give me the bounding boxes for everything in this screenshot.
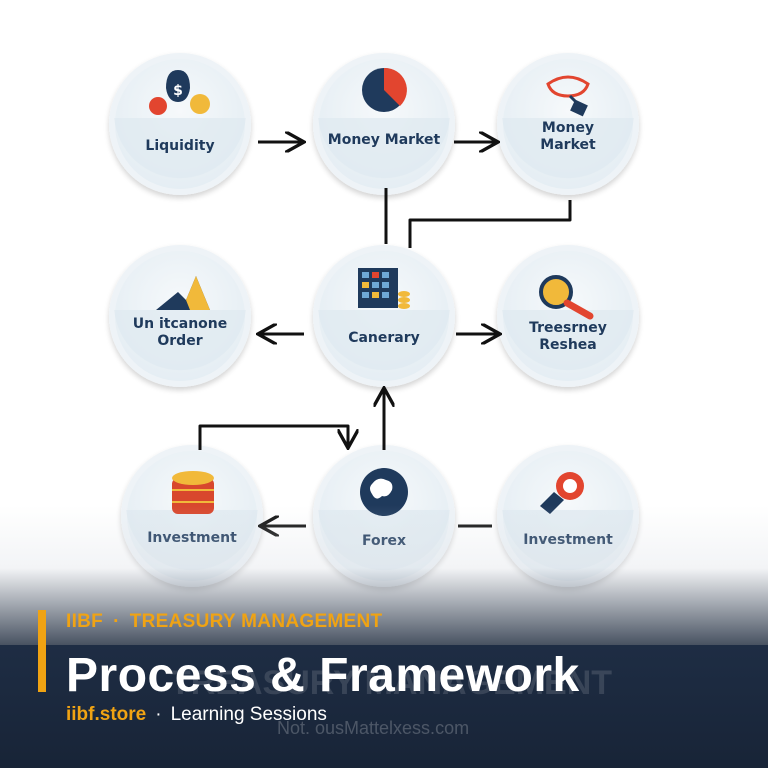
mountain-icon [156, 276, 210, 310]
watermark: Not. ousMattelxess.com [277, 718, 470, 738]
node-label-money-market-2-1: Money [542, 120, 594, 136]
node-label-canerary-1: Canerary [348, 330, 420, 346]
node-canerary: Canerary [313, 245, 455, 387]
globe-icon [360, 468, 408, 516]
banner-footer: iibf.store · Learning Sessions [66, 704, 327, 726]
banner-title: Process & Framework [66, 649, 580, 702]
node-label-liquidity-1: Liquidity [145, 138, 214, 154]
icons-layer: $ [149, 67, 594, 516]
footer-separator: · [155, 704, 162, 725]
node-liquidity: Liquidity [109, 53, 251, 195]
kicker-separator: · [113, 611, 120, 632]
node-band [114, 118, 246, 179]
brand-label: IIBF [66, 611, 104, 632]
building-coins-icon [358, 268, 410, 309]
node-label-money-market-2-2: Market [540, 137, 596, 153]
arrows-layer [198, 142, 572, 526]
node-band [114, 310, 246, 371]
pie-chart-icon [362, 67, 407, 112]
node-label-order-2: Order [157, 333, 202, 349]
site-link[interactable]: iibf.store [66, 704, 147, 725]
accent-bar [38, 610, 46, 692]
node-label-money-market-1-1: Money Market [328, 132, 441, 148]
lasso-tag-icon [546, 75, 590, 117]
node-band [318, 310, 450, 371]
node-band [318, 118, 450, 179]
tagline: Learning Sessions [170, 704, 327, 725]
ghost-text: TREASURY MANAGEMENT [170, 664, 613, 702]
banner-fade [0, 505, 768, 645]
magnifier-icon [539, 275, 594, 320]
node-label-research-2: Reshea [539, 337, 597, 353]
money-bags-icon: $ [149, 70, 210, 115]
connector-bracket-top [408, 200, 572, 248]
arrow-bracket-investment-to-forex [198, 424, 348, 450]
bottom-banner [0, 645, 768, 768]
node-band [502, 118, 634, 179]
node-money-market-1: Money Market [313, 53, 455, 195]
node-label-research-1: Treesrney [529, 320, 607, 336]
node-band [502, 310, 634, 371]
node-label-order-1: Un itcanone [133, 316, 228, 332]
svg-text:$: $ [173, 83, 183, 99]
banner-kicker: IIBF · TREASURY MANAGEMENT [66, 611, 382, 633]
category-label: TREASURY MANAGEMENT [129, 611, 383, 632]
